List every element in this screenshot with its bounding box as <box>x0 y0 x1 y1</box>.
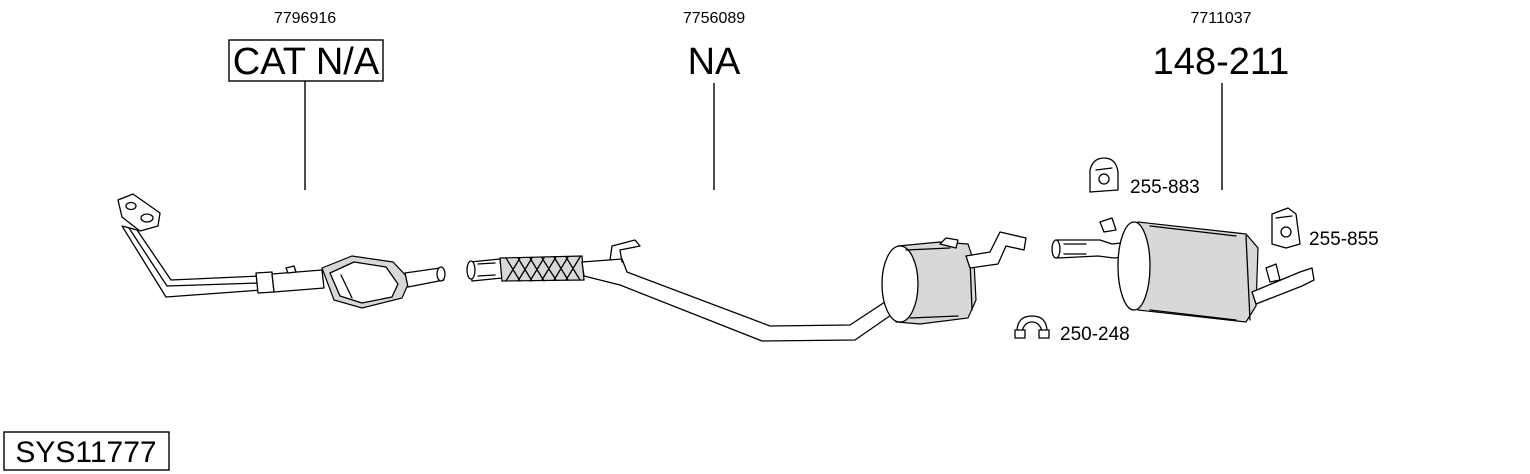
rear-silencer-group: 7711037 148-211 <box>1051 10 1315 323</box>
hanger-rubber-2-group: 255-855 <box>1271 207 1379 250</box>
front-pipe-group: 7796916 CAT N/A <box>117 10 446 309</box>
middle-section-group: 7756089 NA <box>466 10 1027 342</box>
front-pipe-code[interactable]: CAT N/A <box>233 41 380 83</box>
front-pipe-drawing <box>117 193 446 309</box>
hanger-rubber-1-group: 255-883 <box>1089 157 1200 198</box>
middle-section-drawing <box>466 231 1027 342</box>
clamp-group: 250-248 <box>1014 315 1130 345</box>
system-code: SYS11777 <box>15 436 156 469</box>
middle-section-code[interactable]: NA <box>688 41 741 83</box>
hanger-rubber-2-code[interactable]: 255-855 <box>1309 229 1379 250</box>
hanger-rubber-1-icon <box>1089 157 1119 193</box>
hanger-rubber-1-code[interactable]: 255-883 <box>1130 177 1200 198</box>
front-pipe-code-box <box>228 39 384 82</box>
clamp-icon <box>1014 315 1050 339</box>
rear-silencer-ref: 7711037 <box>1190 10 1251 27</box>
rear-silencer-code[interactable]: 148-211 <box>1153 41 1290 83</box>
system-code-box: SYS11777 <box>3 431 170 471</box>
rear-silencer-drawing <box>1051 217 1315 323</box>
front-pipe-ref: 7796916 <box>274 10 336 27</box>
hanger-rubber-2-icon <box>1271 207 1301 249</box>
middle-section-ref: 7756089 <box>683 10 745 27</box>
clamp-code[interactable]: 250-248 <box>1060 324 1130 345</box>
